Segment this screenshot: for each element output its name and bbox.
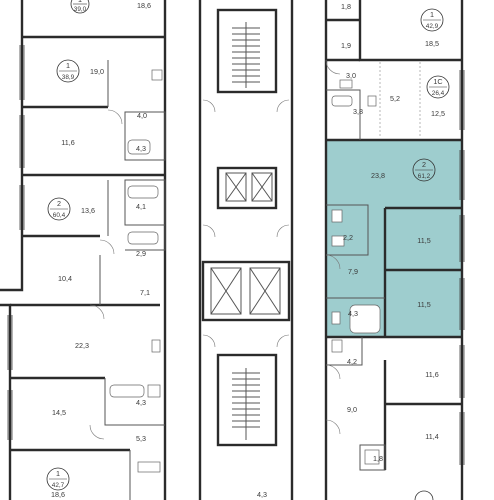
room-area: 4,3 — [348, 309, 358, 318]
room-area: 10,4 — [58, 274, 72, 283]
apartment-badge-partial — [414, 490, 434, 500]
room-area: 4,3 — [136, 398, 146, 407]
apartment-badge-right-42[interactable]: 1 42,9 — [420, 8, 444, 32]
room-area: 2,9 — [136, 249, 146, 258]
apartment-area: 42,9 — [426, 23, 439, 30]
apartment-area: 61,2 — [418, 173, 431, 180]
center-core-walls — [198, 0, 294, 500]
apartment-badge-left-42[interactable]: 1 42,7 — [46, 467, 70, 491]
apartment-area: 39,0 — [74, 6, 87, 13]
apartment-rooms-count: 1 — [66, 61, 70, 70]
apartment-badge-left-60[interactable]: 2 60,4 — [47, 197, 71, 221]
room-area: 14,5 — [52, 408, 66, 417]
apartment-rooms-count: 1 — [430, 10, 434, 19]
room-area: 18,6 — [51, 490, 65, 499]
room-area: 13,6 — [81, 206, 95, 215]
room-area: 1,8 — [341, 2, 351, 11]
room-area: 12,5 — [431, 109, 445, 118]
room-area: 11,6 — [61, 138, 74, 147]
apartment-rooms-count: 1C — [433, 77, 442, 86]
apartment-rooms-count: 2 — [422, 160, 426, 169]
room-area: 5,2 — [390, 94, 400, 103]
room-area: 22,3 — [75, 341, 89, 350]
room-area: 11,5 — [417, 236, 430, 245]
apartment-badge-left-top[interactable]: 1 39,0 — [70, 0, 90, 14]
room-area: 3,0 — [346, 71, 356, 80]
apartment-area: 26,4 — [432, 90, 445, 97]
room-area: 11,6 — [425, 370, 438, 379]
room-area: 7,1 — [140, 288, 150, 297]
room-area: 7,9 — [348, 267, 358, 276]
room-area: 11,5 — [417, 300, 430, 309]
room-area: 4,3 — [257, 490, 267, 499]
apartment-rooms-count: 1 — [56, 469, 60, 478]
right-block-walls — [324, 0, 465, 500]
room-area: 1,9 — [341, 41, 351, 50]
room-area: 5,3 — [136, 434, 146, 443]
room-area: 1,8 — [373, 454, 383, 463]
room-area: 4,1 — [136, 202, 146, 211]
apartment-area: 38,9 — [62, 74, 75, 81]
room-area: 4,0 — [137, 111, 147, 120]
room-area: 18,5 — [425, 39, 439, 48]
apartment-rooms-count: 1 — [78, 0, 82, 4]
apartment-area: 42,7 — [52, 482, 65, 489]
room-area: 18,6 — [137, 1, 151, 10]
apartment-badge-right-1c[interactable]: 1C 26,4 — [426, 75, 450, 99]
room-area: 23,8 — [371, 171, 385, 180]
room-area: 19,0 — [90, 67, 104, 76]
room-area: 3,8 — [353, 107, 363, 116]
room-area: 4,2 — [347, 357, 357, 366]
apartment-rooms-count: 2 — [57, 199, 61, 208]
room-area: 11,4 — [425, 432, 438, 441]
apartment-area: 60,4 — [53, 212, 66, 219]
room-area: 9,0 — [347, 405, 357, 414]
apartment-badge-right-61[interactable]: 2 61,2 — [412, 158, 436, 182]
room-area: 2,2 — [343, 233, 353, 242]
apartment-badge-left-38[interactable]: 1 38,9 — [56, 59, 80, 83]
left-block-walls — [0, 0, 167, 500]
room-area: 4,3 — [136, 144, 146, 153]
